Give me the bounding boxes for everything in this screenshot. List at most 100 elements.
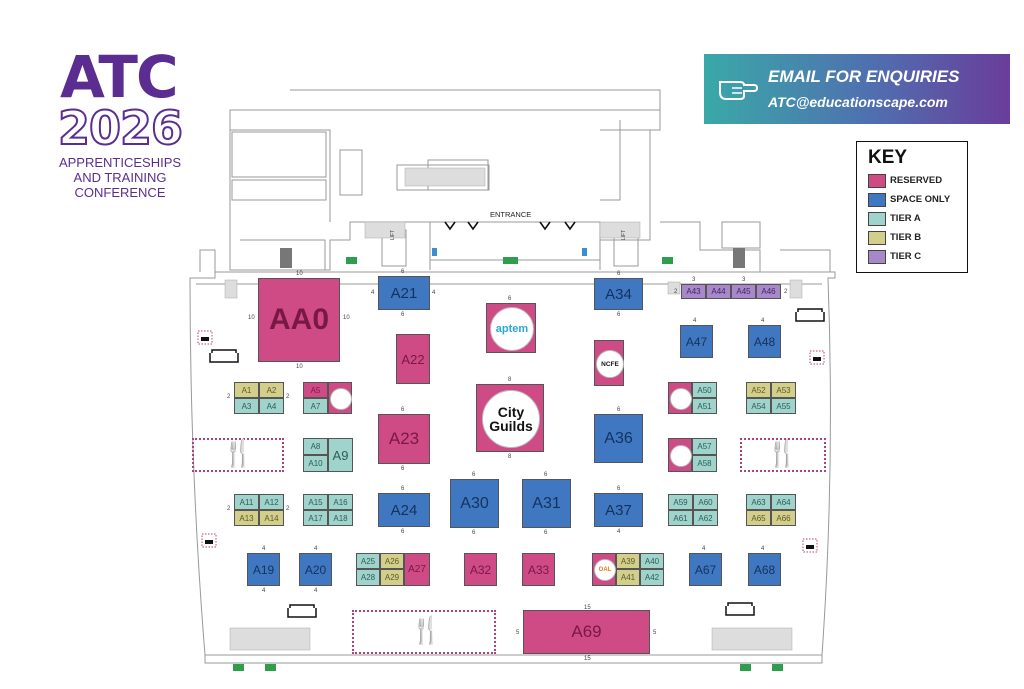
dimension-label: 6	[401, 486, 405, 492]
booth-A16[interactable]: A16	[328, 494, 353, 510]
booth-A2[interactable]: A2	[259, 382, 284, 398]
booth-A32[interactable]: A32	[464, 553, 497, 586]
booth-A44[interactable]: A44	[706, 284, 731, 299]
booth-A68[interactable]: A68	[748, 553, 781, 586]
legend-swatch	[868, 231, 886, 245]
booth-A67[interactable]: A67	[689, 553, 722, 586]
booth-A12[interactable]: A12	[259, 494, 284, 510]
logo-subtitle-line: AND TRAINING	[73, 170, 167, 185]
booth-A4[interactable]: A4	[259, 398, 284, 414]
atc-logo-subtitle: APPRENTICESHIPS AND TRAINING CONFERENCE	[50, 155, 190, 200]
booth-A65[interactable]: A65	[746, 510, 771, 526]
booth-A26[interactable]: A26	[380, 553, 404, 569]
booth-A24[interactable]: A24	[378, 493, 430, 527]
logo-subtitle-line: APPRENTICESHIPS	[58, 155, 182, 170]
booth-A46[interactable]: A46	[756, 284, 781, 299]
booth-A42[interactable]: A42	[640, 569, 664, 586]
booth-A62[interactable]: A62	[693, 510, 718, 526]
booth-A21[interactable]: A21	[378, 276, 430, 310]
atc-logo-year: 2026	[57, 101, 184, 155]
booth-AA0[interactable]: AA0	[258, 278, 340, 362]
booth-A17[interactable]: A17	[303, 510, 328, 526]
lift-label: LIFT	[621, 229, 628, 241]
cutlery-icon: 🍴	[766, 438, 799, 468]
booth-A23[interactable]: A23	[378, 414, 430, 464]
booth-A33[interactable]: A33	[522, 553, 555, 586]
pointing-hand-icon	[719, 81, 758, 100]
banner-title: EMAIL FOR ENQUIRIES	[768, 67, 960, 86]
dimension-label: 2	[286, 394, 290, 400]
booth-A64[interactable]: A64	[771, 494, 796, 510]
booth-A45[interactable]: A45	[731, 284, 756, 299]
booth-A5[interactable]: A5	[303, 382, 328, 398]
booth-A55[interactable]: A55	[771, 398, 796, 414]
booth-A52[interactable]: A52	[746, 382, 771, 398]
dimension-label: 15	[584, 656, 591, 662]
email-banner[interactable]	[704, 54, 1010, 124]
dimension-label: 4	[432, 290, 436, 296]
legend-label: RESERVED	[890, 175, 943, 186]
booth-A11[interactable]: A11	[234, 494, 259, 510]
dimension-label: 2	[674, 289, 678, 295]
booth-A30[interactable]: A30	[450, 479, 499, 528]
booth-A47[interactable]: A47	[680, 325, 713, 358]
booth-A22[interactable]: A22	[396, 334, 430, 384]
banner-email-link[interactable]: ATC@educationscape.com	[768, 94, 948, 110]
booth-A14[interactable]: A14	[259, 510, 284, 526]
entrance-label: ENTRANCE	[490, 210, 532, 219]
booth-A19[interactable]: A19	[247, 553, 280, 586]
booth-A18[interactable]: A18	[328, 510, 353, 526]
booth-A20[interactable]: A20	[299, 553, 332, 586]
booth-A7[interactable]: A7	[303, 398, 328, 414]
dimension-label: 8	[508, 454, 512, 460]
booth-A48[interactable]: A48	[748, 325, 781, 358]
dimension-label: 3	[742, 277, 746, 283]
booth-A8[interactable]: A8	[303, 438, 328, 455]
booth-A36[interactable]: A36	[594, 414, 643, 463]
dimension-label: 6	[401, 407, 405, 413]
dimension-label: 5	[653, 630, 657, 636]
booth-A3[interactable]: A3	[234, 398, 259, 414]
legend-swatch	[868, 193, 886, 207]
booth-A15[interactable]: A15	[303, 494, 328, 510]
booth-A13[interactable]: A13	[234, 510, 259, 526]
booth-A9[interactable]: A9	[328, 438, 353, 472]
dimension-label: 2	[227, 506, 231, 512]
booth-A28[interactable]: A28	[356, 569, 380, 586]
booth-A43[interactable]: A43	[681, 284, 706, 299]
atc-logo-main: ATC	[60, 43, 179, 111]
dimension-label: 6	[472, 472, 476, 478]
booth-A63[interactable]: A63	[746, 494, 771, 510]
booth-A50[interactable]: A50	[692, 382, 717, 398]
booth-A41[interactable]: A41	[616, 569, 640, 586]
cutlery-icon: 🍴	[410, 615, 443, 645]
dimension-label: 2	[286, 506, 290, 512]
dimension-label: 5	[516, 630, 520, 636]
booth-A1[interactable]: A1	[234, 382, 259, 398]
exhibitor-logo	[330, 388, 352, 410]
booth-A40[interactable]: A40	[640, 553, 664, 569]
booth-A58[interactable]: A58	[692, 455, 717, 472]
booth-A10[interactable]: A10	[303, 455, 328, 472]
booth-A37[interactable]: A37	[594, 493, 643, 527]
dimension-label: 6	[544, 472, 548, 478]
booth-A69[interactable]: A69	[523, 610, 650, 654]
booth-A54[interactable]: A54	[746, 398, 771, 414]
booth-A61[interactable]: A61	[668, 510, 693, 526]
booth-A34[interactable]: A34	[594, 278, 643, 310]
booth-A59[interactable]: A59	[668, 494, 693, 510]
catering-area-left	[192, 438, 284, 472]
booth-A39[interactable]: A39	[616, 553, 640, 569]
booth-A60[interactable]: A60	[693, 494, 718, 510]
booth-A57[interactable]: A57	[692, 438, 717, 455]
dimension-label: 6	[617, 312, 621, 318]
dimension-label: 2	[227, 394, 231, 400]
booth-A27[interactable]: A27	[404, 553, 430, 586]
ncfe-logo: NCFE	[596, 350, 624, 378]
booth-A66[interactable]: A66	[771, 510, 796, 526]
booth-A51[interactable]: A51	[692, 398, 717, 414]
booth-A29[interactable]: A29	[380, 569, 404, 586]
booth-A25[interactable]: A25	[356, 553, 380, 569]
booth-A31[interactable]: A31	[522, 479, 571, 528]
booth-A53[interactable]: A53	[771, 382, 796, 398]
